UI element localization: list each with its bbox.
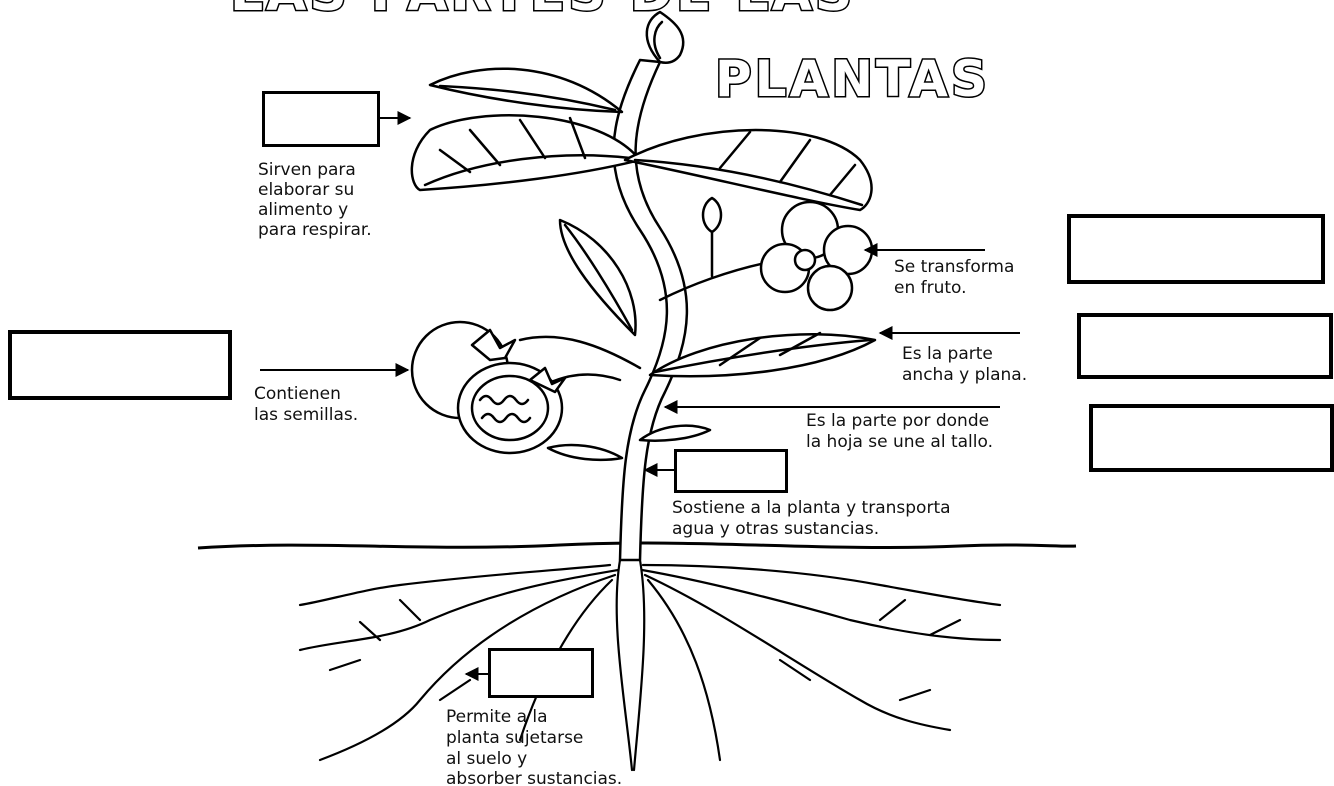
title-line-1: LAS PARTES DE LAS: [230, 0, 855, 23]
label-petiole-line-1: Es la parte por donde: [806, 411, 989, 431]
label-root-line-2: planta sujetarse: [446, 728, 583, 748]
label-leaves-line-1: Sirven para: [258, 160, 356, 180]
label-stem: Sostiene a la planta y transporta agua y…: [672, 498, 951, 539]
label-blade-line-1: Es la parte: [902, 344, 993, 364]
flower-drawing: [759, 200, 874, 312]
label-flower-line-2: en fruto.: [894, 278, 967, 298]
label-leaves-line-3: alimento y: [258, 200, 348, 220]
label-flower: Se transforma en fruto.: [894, 257, 1014, 298]
leaf-right: [623, 128, 873, 212]
label-stem-line-2: agua y otras sustancias.: [672, 519, 879, 539]
answer-box-root[interactable]: [488, 648, 594, 698]
label-root-line-1: Permite a la: [446, 707, 548, 727]
title-line-2: PLANTAS: [715, 50, 990, 108]
label-fruit: Contienen las semillas.: [254, 384, 358, 425]
label-root: Permite a la planta sujetarse al suelo y…: [446, 707, 622, 786]
ground-line: [197, 541, 1077, 550]
label-blade-line-2: ancha y plana.: [902, 365, 1027, 385]
answer-box-flower[interactable]: [1067, 214, 1325, 284]
leaf-middle-left: [558, 218, 637, 337]
answer-box-leaves[interactable]: [262, 91, 380, 147]
label-root-line-4: absorber sustancias.: [446, 769, 622, 786]
label-stem-line-1: Sostiene a la planta y transporta: [672, 498, 951, 518]
label-flower-line-1: Se transforma: [894, 257, 1014, 277]
label-fruit-line-1: Contienen: [254, 384, 341, 404]
answer-box-blade[interactable]: [1077, 313, 1333, 379]
label-leaves-line-2: elaborar su: [258, 180, 354, 200]
label-root-line-3: al suelo y: [446, 749, 527, 769]
label-leaves: Sirven para elaborar su alimento y para …: [258, 160, 372, 240]
answer-box-fruit[interactable]: [8, 330, 232, 400]
label-blade: Es la parte ancha y plana.: [902, 344, 1027, 385]
leaf-big-left: [410, 114, 642, 192]
leaf-small-left: [546, 443, 624, 462]
roots-drawing: [298, 558, 1002, 772]
label-petiole-line-2: la hoja se une al tallo.: [806, 432, 993, 452]
leaf-small-right: [638, 424, 712, 442]
fruit-calyx: [470, 328, 517, 362]
label-leaves-line-4: para respirar.: [258, 220, 372, 240]
answer-box-stem[interactable]: [674, 449, 788, 493]
label-fruit-line-2: las semillas.: [254, 405, 358, 425]
label-petiole: Es la parte por donde la hoja se une al …: [806, 411, 993, 452]
answer-box-petiole[interactable]: [1089, 404, 1334, 472]
flower-bud-drawing: [701, 196, 723, 234]
